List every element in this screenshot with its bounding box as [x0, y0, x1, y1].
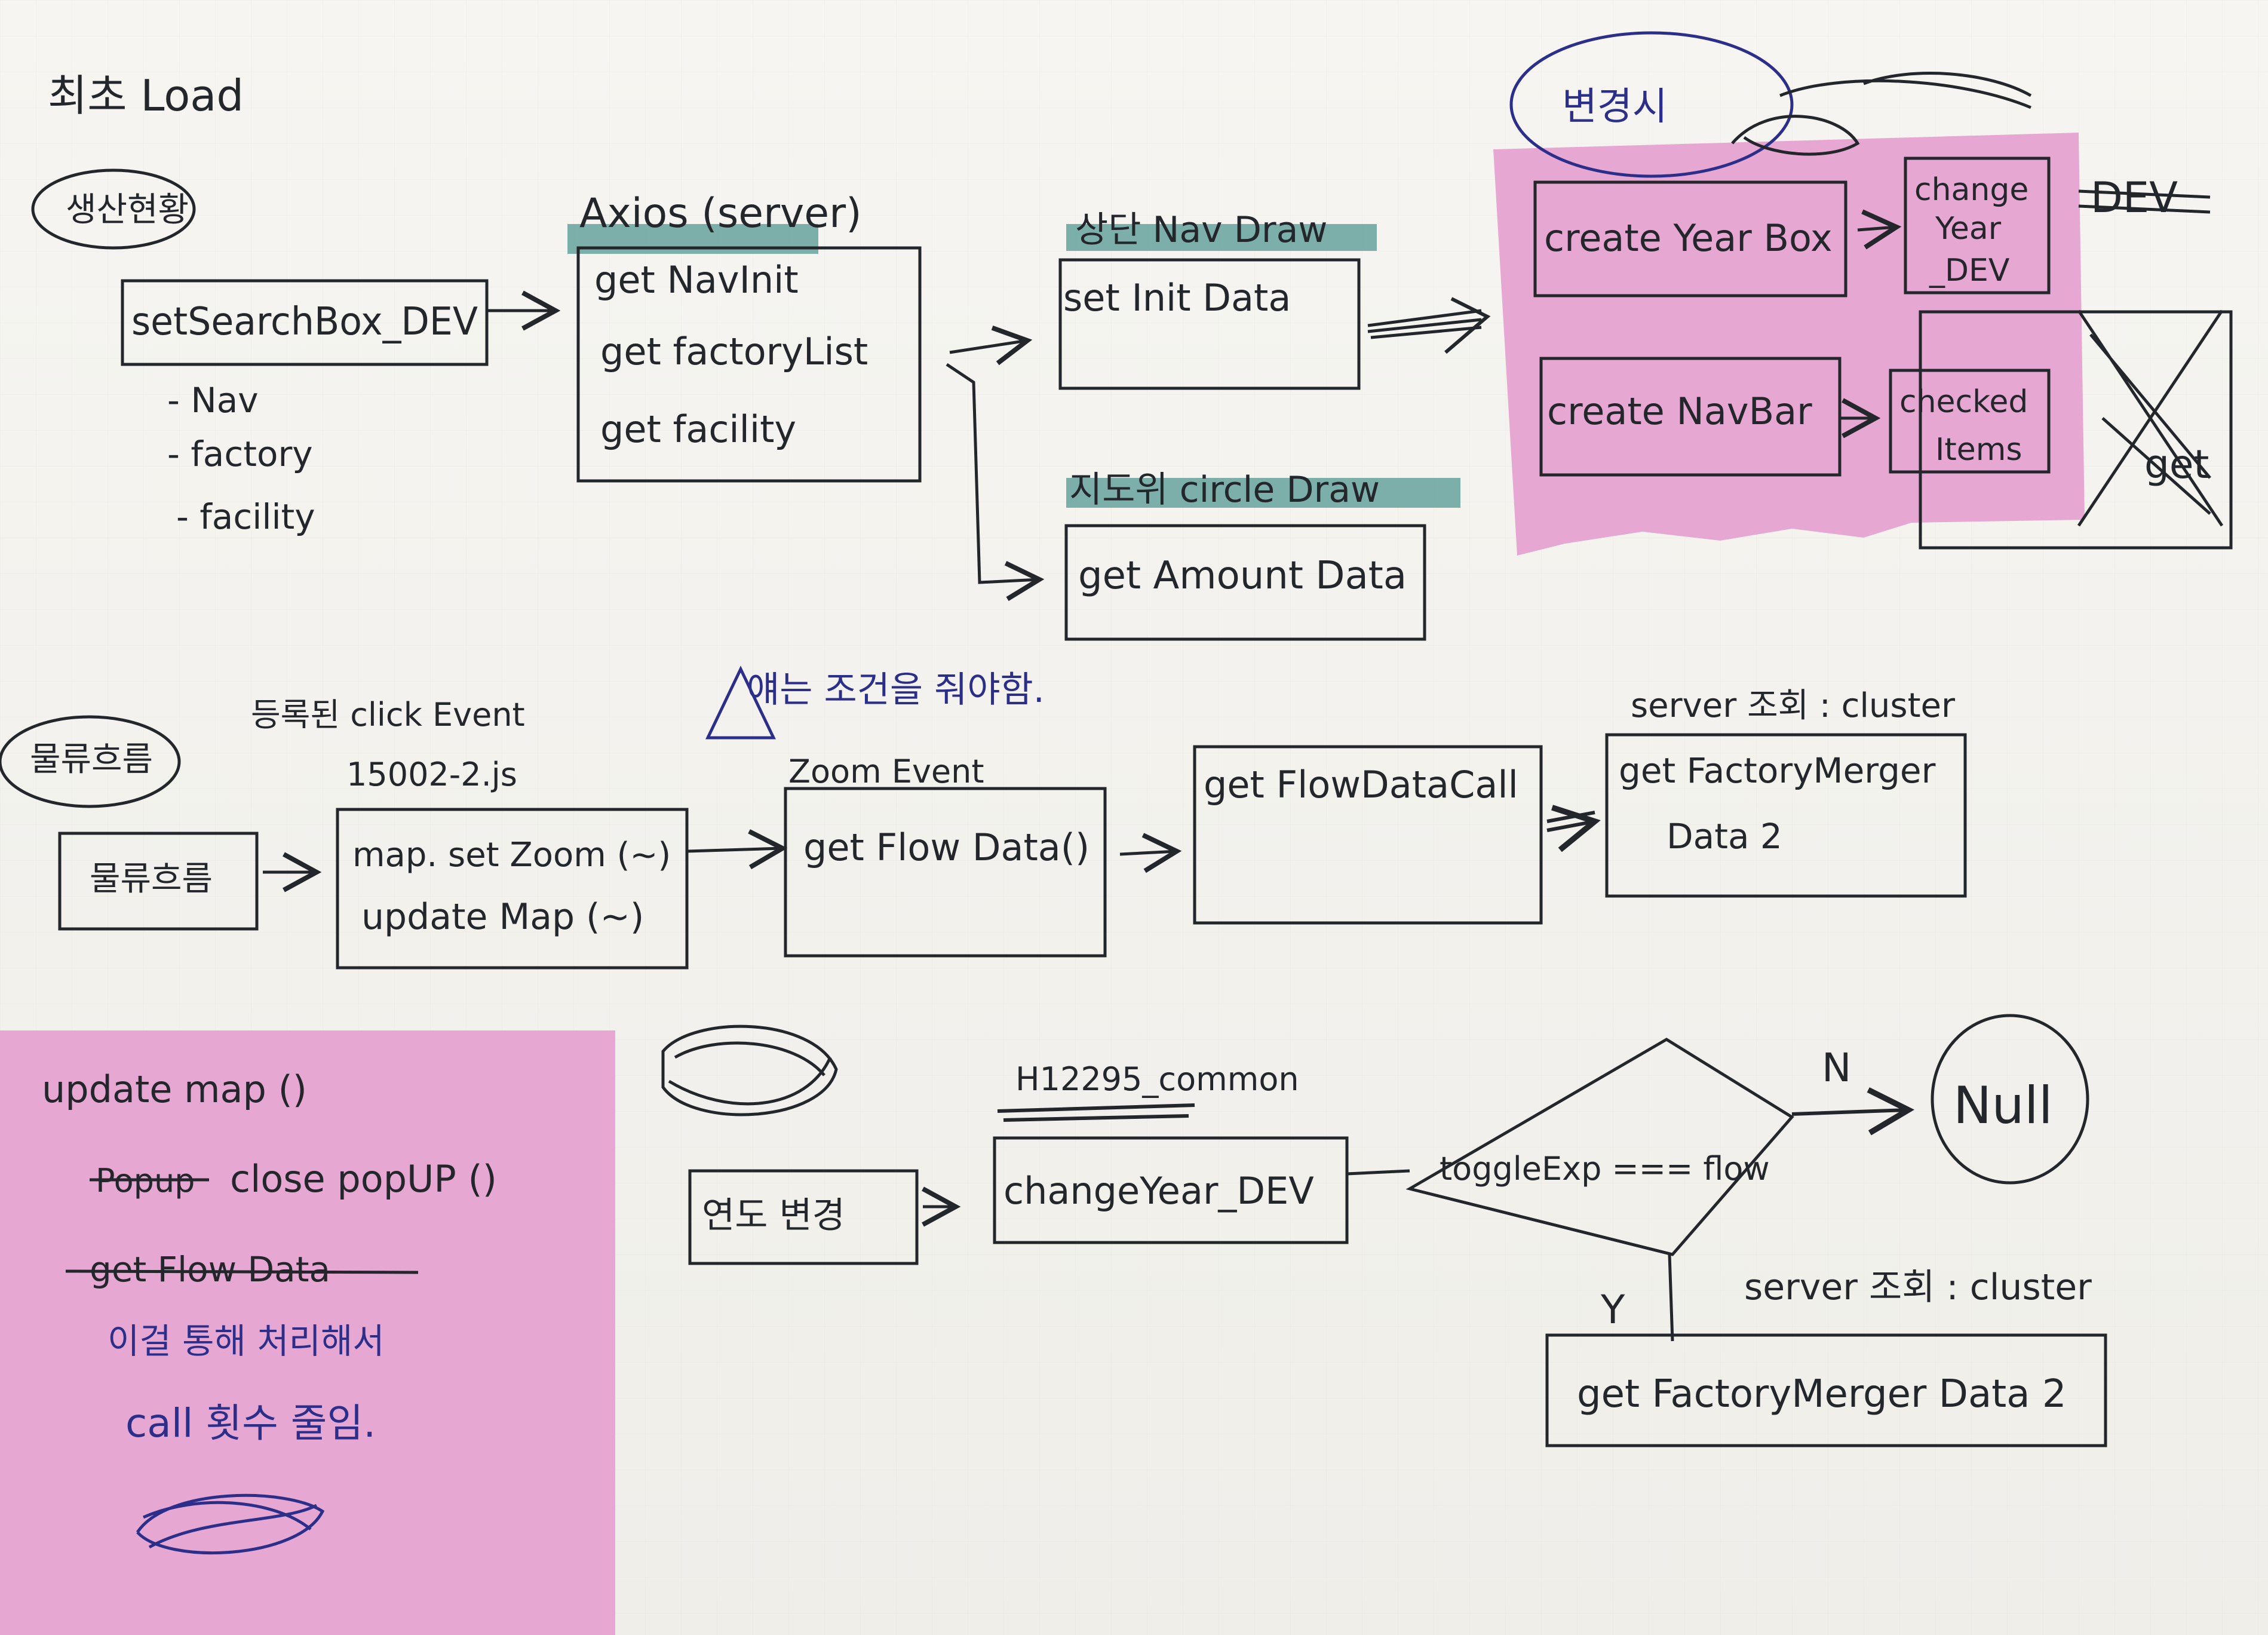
label-set-init-data: set Init Data — [1063, 276, 1291, 320]
cross-out-scribble-right — [2077, 309, 2224, 527]
scribble-top-right — [1731, 72, 2032, 156]
box-get-amount-data — [1064, 524, 1426, 641]
label-map-set-zoom: map. set Zoom (~) — [352, 836, 671, 875]
strike-flowdata — [65, 1269, 419, 1274]
box-factory-merger-mid — [1605, 733, 1967, 898]
warning-note: 얘는 조건을 줘야함. — [747, 669, 1045, 711]
sketch-box-behind — [1919, 310, 2233, 550]
label-factory-merger-bottom: get FactoryMerger Data 2 — [1577, 1372, 2067, 1416]
label-checked-line2: Items — [1935, 432, 2022, 468]
box-set-init-data — [1058, 258, 1361, 390]
label-update-map: update Map (~) — [361, 896, 644, 938]
axios-item-facility: get facility — [600, 407, 796, 451]
event-note-line1: 등록된 click Event — [251, 696, 525, 734]
box-year-change — [688, 1169, 919, 1265]
circle-change-title — [1509, 31, 1794, 178]
label-condition: toggleExp === flow — [1440, 1150, 1770, 1188]
axios-item-nav-init: get NavInit — [594, 258, 799, 302]
sticky-bottom-close-popup: close popUP () — [230, 1157, 497, 1201]
label-get-flow-data: get Flow Data() — [803, 826, 1090, 869]
box-change-year-dev — [1904, 157, 2051, 295]
title-on-change: 변경시 — [1562, 85, 1668, 129]
label-year-change: 연도 변경 — [702, 1195, 845, 1237]
sticky-bottom-line3: 이걸 통해 처리해서 — [108, 1321, 385, 1361]
sticky-bottom-struck-flowdata: get Flow Data — [90, 1249, 330, 1290]
server-note-mid: server 조회 : cluster — [1631, 686, 1956, 725]
highlight-circle-draw — [1066, 478, 1460, 508]
section-circle-flow — [0, 715, 181, 808]
box-get-flow-data — [784, 787, 1107, 958]
circle-null — [1931, 1014, 2089, 1185]
arrow-axios-to-nav — [949, 325, 1033, 366]
box-checked-items — [1889, 369, 2051, 474]
line-change-to-condition — [1346, 1169, 1410, 1176]
title-nav-draw: 상단 Nav Draw — [1075, 209, 1327, 251]
highlight-nav-draw — [1066, 224, 1377, 251]
label-checked-line1: checked — [1899, 384, 2028, 420]
section-label-production: 생산현황 — [66, 191, 189, 229]
label-branch-yes: Y — [1600, 1287, 1625, 1333]
label-change-year: changeYear_DEV — [1003, 1169, 1314, 1213]
warning-triangle-icon — [705, 665, 776, 740]
label-zoom-event: Zoom Event — [788, 753, 984, 790]
crossed-word-dev: DEV — [2091, 173, 2178, 222]
sticky-bottom-title: update map () — [42, 1067, 307, 1111]
label-set-search-box: setSearchBox_DEV — [131, 300, 478, 344]
box-flow-data-call — [1193, 745, 1543, 925]
box-flow-start — [58, 832, 259, 931]
arrow-map-to-flowdata — [686, 829, 788, 870]
section-label-flow: 물류흐름 — [30, 740, 153, 779]
arrow-call-to-merger — [1547, 812, 1595, 830]
label-null: Null — [1953, 1076, 2053, 1136]
arrow-flowdata-to-call — [1119, 833, 1182, 873]
scribble-circle-bottom — [661, 1024, 838, 1116]
sticky-note-top — [1493, 133, 2233, 556]
arrow-no-to-null — [1791, 1087, 1915, 1136]
box-change-year — [993, 1136, 1349, 1244]
event-note-line2: 15002-2.js — [346, 756, 517, 793]
arrow-year-box-to-change — [1857, 209, 1902, 250]
arrow-axios-to-circle — [946, 363, 1045, 602]
js-note-common: H12295_common — [1015, 1060, 1299, 1098]
server-note-bottom: server 조회 : cluster — [1744, 1266, 2092, 1308]
label-change-line2: Year — [1935, 211, 2002, 247]
arrow-head-to-sticky — [1444, 297, 1491, 354]
sticky-note-bottom — [0, 1030, 615, 1635]
label-change-line3: _DEV — [1929, 253, 2010, 289]
title-axios: Axios (server) — [579, 190, 862, 237]
decision-diamond — [1405, 1038, 1794, 1256]
strike-dev — [2078, 189, 2211, 214]
label-create-navbar: create NavBar — [1547, 389, 1812, 433]
scribble-struck-word — [997, 1103, 1195, 1122]
label-get-flowdata-call: get FlowDataCall — [1204, 763, 1518, 806]
sticky-bottom-line4: call 횟수 줄임. — [125, 1400, 376, 1446]
label-create-year-box: create Year Box — [1544, 216, 1833, 260]
box-axios — [576, 246, 922, 483]
label-change-line1: change — [1914, 172, 2028, 208]
label-branch-no: N — [1822, 1045, 1851, 1091]
box-factory-merger-bottom — [1545, 1333, 2107, 1447]
scribble-arrow-to-sticky — [1367, 309, 1482, 339]
line-yes-down — [1668, 1254, 1674, 1342]
merger-mid-line2: Data 2 — [1667, 816, 1782, 857]
box-map-update — [336, 808, 689, 970]
box-create-year-box — [1533, 180, 1847, 297]
label-flow-box: 물류흐름 — [90, 860, 213, 898]
title-initial-load: 최초 Load — [48, 70, 244, 121]
label-get-amount-data: get Amount Data — [1078, 554, 1407, 598]
axios-item-factory-list: get factoryList — [600, 330, 868, 373]
box-set-search — [121, 279, 489, 366]
crossed-word-get: get — [2144, 441, 2209, 487]
search-item-nav: - Nav — [167, 380, 259, 421]
scribble-bottom-left — [136, 1493, 325, 1554]
section-circle-production — [31, 168, 196, 250]
merger-mid-line1: get FactoryMerger — [1619, 750, 1936, 791]
search-item-facility: - facility — [176, 496, 315, 537]
search-item-factory: - factory — [167, 434, 313, 474]
title-circle-draw: 지도위 circle Draw — [1069, 469, 1380, 511]
